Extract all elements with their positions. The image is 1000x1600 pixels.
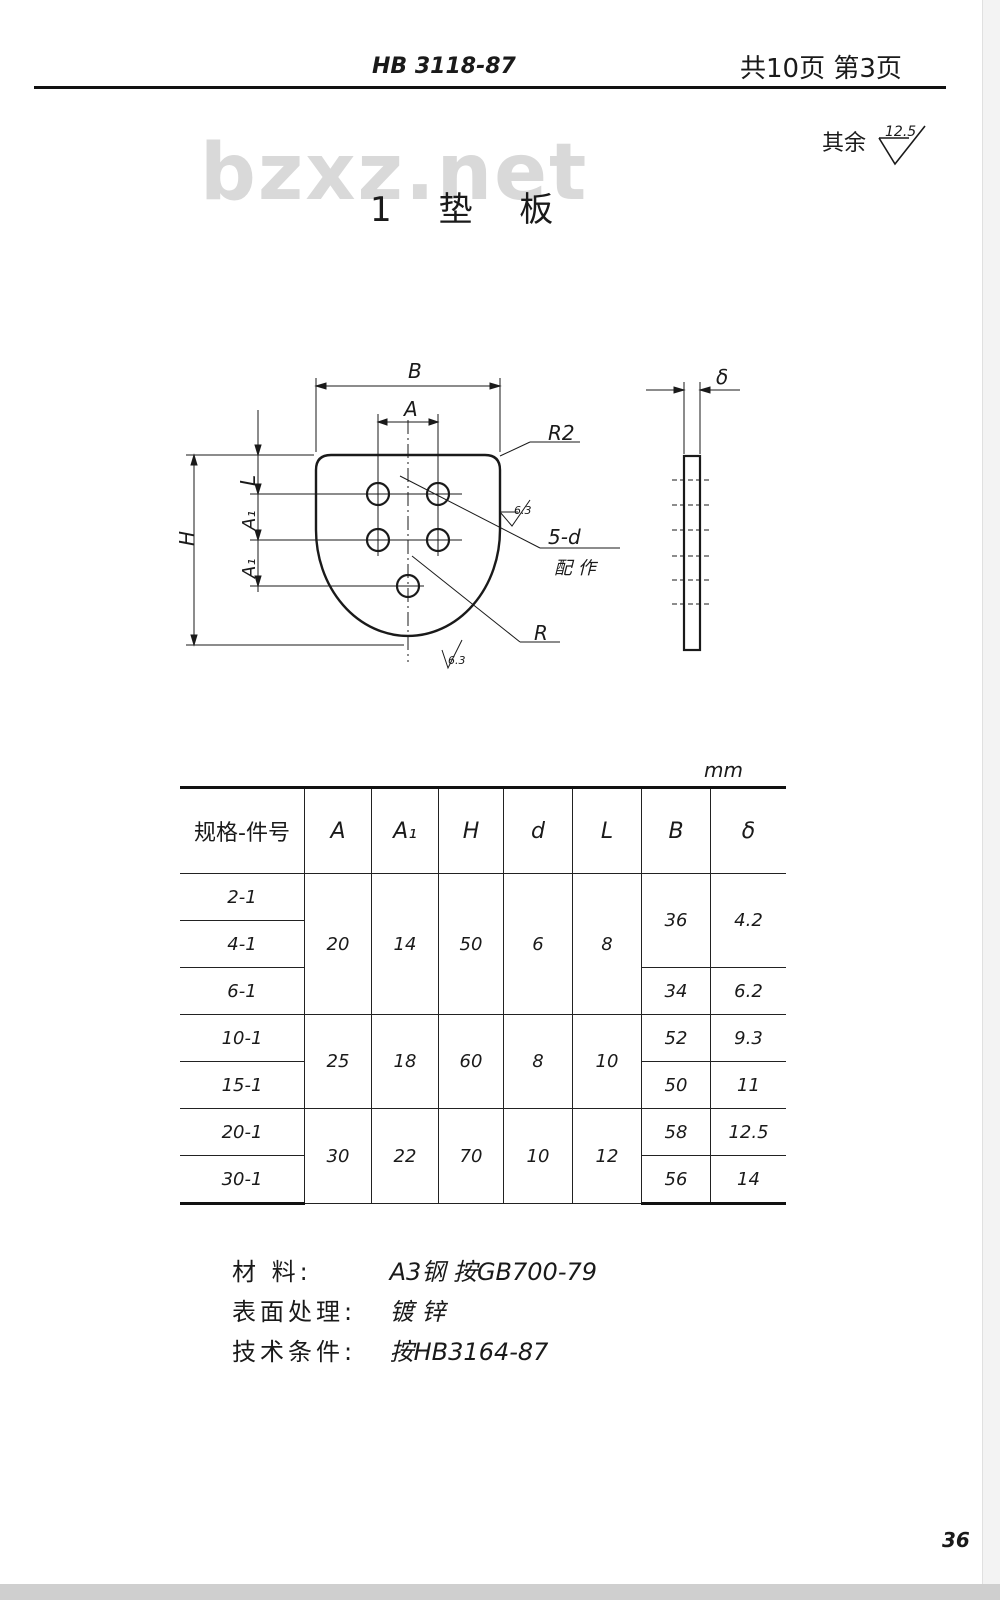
viewer-scroll-edge — [982, 0, 1000, 1584]
value-B: 50 — [641, 1061, 711, 1109]
standard-number: HB 3118-87 — [372, 54, 516, 79]
label-roughness-2: 6.3 — [448, 654, 466, 667]
value-delta: 6.2 — [710, 967, 786, 1015]
table-row: 2-1 20 14 50 6 8 36 4.2 — [180, 873, 786, 1015]
note-material: 材 料: A3钢 按GB700-79 — [232, 1252, 597, 1292]
watermark: bzxz.net — [200, 128, 589, 218]
label-L: L — [236, 475, 260, 486]
header-spec: 规格-件号 — [180, 786, 305, 874]
roughness-label: 其余 — [822, 131, 867, 156]
value-delta: 4.2 — [710, 873, 786, 968]
header-delta: δ — [710, 786, 786, 874]
header-B: B — [641, 786, 711, 874]
value-L: 8 — [572, 873, 642, 1015]
value-d: 6 — [503, 873, 573, 1015]
surface-roughness-note: 其余 12.5 — [822, 122, 933, 172]
roughness-symbol-icon: 12.5 — [878, 124, 926, 166]
item-cell: 10-1 — [180, 1014, 305, 1062]
value-A1: 14 — [371, 873, 439, 1015]
note-value: 镀 锌 — [389, 1298, 446, 1326]
technical-drawing: B A R2 5-d 配 作 R δ 6.3 6.3 H L A₁ A₁ — [175, 359, 740, 670]
note-value: A3钢 按GB700-79 — [389, 1258, 598, 1286]
table-row: 6-1 34 6.2 — [180, 967, 786, 1015]
note-label: 材 料: — [232, 1258, 312, 1286]
value-d: 10 — [503, 1108, 573, 1204]
note-label: 技术条件: — [232, 1338, 357, 1366]
value-B: 52 — [641, 1014, 711, 1062]
value-A: 30 — [304, 1108, 372, 1204]
value-A1: 18 — [371, 1014, 439, 1109]
header-A: A — [304, 786, 372, 874]
item-cell: 15-1 — [180, 1061, 305, 1109]
label-peizuo: 配 作 — [554, 558, 599, 579]
value-delta: 9.3 — [710, 1014, 786, 1062]
label-B: B — [408, 359, 422, 383]
item-cell: 20-1 — [180, 1108, 305, 1156]
label-delta: δ — [716, 365, 728, 389]
table-row: 4-1 — [180, 920, 786, 968]
item-cell: 4-1 — [180, 920, 305, 968]
part-title: 1 垫 板 — [370, 190, 572, 230]
dimensions-table: 规格-件号 A A₁ H d L B δ 2-1 20 14 50 6 8 36… — [180, 786, 786, 1205]
header-L: L — [572, 786, 642, 874]
value-H: 60 — [438, 1014, 504, 1109]
label-5-d: 5-d — [548, 525, 581, 549]
value-delta: 11 — [710, 1061, 786, 1109]
value-A: 25 — [304, 1014, 372, 1109]
value-B: 36 — [641, 873, 711, 968]
page-number: 36 — [942, 1528, 970, 1552]
value-B: 34 — [641, 967, 711, 1015]
item-cell: 2-1 — [180, 873, 305, 921]
value-B: 56 — [641, 1155, 711, 1205]
item-cell: 6-1 — [180, 967, 305, 1015]
value-A: 20 — [304, 873, 372, 1015]
value-H: 50 — [438, 873, 504, 1015]
value-delta: 14 — [710, 1155, 786, 1205]
viewer-bottom-bar — [0, 1584, 1000, 1600]
note-label: 表面处理: — [232, 1298, 357, 1326]
table-header-row: 规格-件号 A A₁ H d L B δ — [180, 786, 786, 874]
item-cell: 30-1 — [180, 1155, 305, 1205]
label-A1-upper: A₁ — [239, 510, 260, 531]
value-delta: 12.5 — [710, 1108, 786, 1156]
header-rule — [34, 86, 946, 89]
label-A1-lower: A₁ — [239, 558, 260, 579]
table-row: 15-1 50 11 — [180, 1061, 786, 1109]
table-row: 30-1 56 14 — [180, 1155, 786, 1205]
label-roughness-1: 6.3 — [514, 504, 532, 517]
roughness-value: 12.5 — [885, 124, 916, 140]
value-L: 12 — [572, 1108, 642, 1204]
technical-notes: 材 料: A3钢 按GB700-79 表面处理: 镀 锌 技术条件: 按HB31… — [232, 1252, 597, 1372]
header-A1: A₁ — [371, 786, 439, 874]
label-A: A — [402, 397, 418, 421]
label-H: H — [175, 531, 199, 546]
note-value: 按HB3164-87 — [389, 1338, 549, 1366]
table-row: 20-1 30 22 70 10 12 58 12.5 — [180, 1108, 786, 1204]
label-R2: R2 — [548, 421, 575, 445]
page-count: 共10页 第3页 — [740, 54, 902, 84]
value-d: 8 — [503, 1014, 573, 1109]
table-row: 10-1 25 18 60 8 10 52 9.3 — [180, 1014, 786, 1109]
header-H: H — [438, 786, 504, 874]
header-d: d — [503, 786, 573, 874]
value-B: 58 — [641, 1108, 711, 1156]
note-surface-treatment: 表面处理: 镀 锌 — [232, 1292, 597, 1332]
value-A1: 22 — [371, 1108, 439, 1204]
note-technical-conditions: 技术条件: 按HB3164-87 — [232, 1332, 597, 1372]
value-L: 10 — [572, 1014, 642, 1109]
value-H: 70 — [438, 1108, 504, 1204]
label-R: R — [534, 621, 548, 645]
unit-label: mm — [704, 758, 743, 782]
